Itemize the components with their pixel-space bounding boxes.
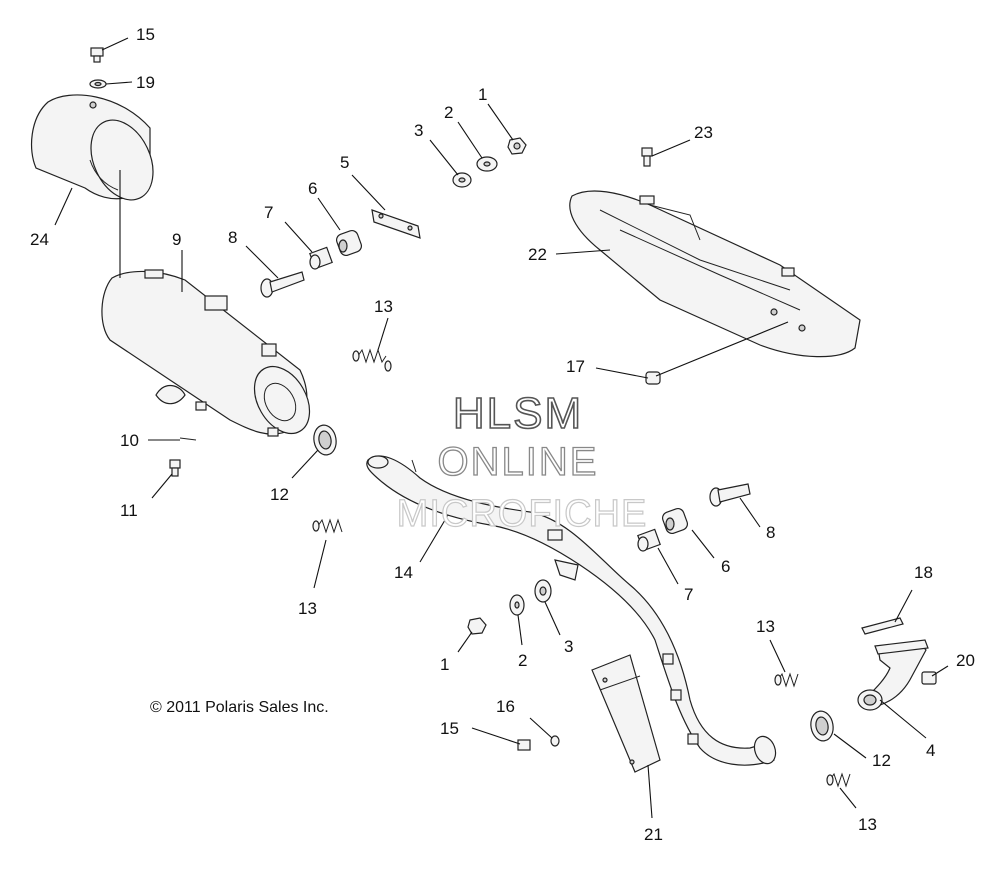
callout-8-lower: 8 bbox=[766, 523, 775, 542]
part-2-washer-upper bbox=[476, 156, 498, 172]
callout-7-lower: 7 bbox=[684, 585, 693, 604]
callout-10: 10 bbox=[120, 431, 139, 450]
callout-19: 19 bbox=[136, 73, 155, 92]
part-7-sleeve-upper bbox=[309, 246, 333, 270]
watermark: HLSM ONLINE MICROFICHE bbox=[396, 388, 648, 535]
part-20-nut bbox=[921, 671, 937, 685]
callout-3-upper: 3 bbox=[414, 121, 423, 140]
callout-7-upper: 7 bbox=[264, 203, 273, 222]
part-2-washer-lower bbox=[509, 594, 525, 616]
part-22-heat-shield bbox=[569, 190, 861, 358]
part-9-muffler bbox=[101, 269, 311, 437]
callout-12-upper: 12 bbox=[270, 485, 289, 504]
part-8-bolt-upper bbox=[260, 271, 305, 298]
part-11-bolt bbox=[169, 459, 181, 477]
watermark-line-3: MICROFICHE bbox=[397, 493, 648, 535]
part-21-shield bbox=[591, 654, 661, 773]
callout-6-upper: 6 bbox=[308, 179, 317, 198]
part-13-spring-c bbox=[774, 672, 799, 688]
callout-16: 16 bbox=[496, 697, 515, 716]
callout-2-upper: 2 bbox=[444, 103, 453, 122]
part-19-washer bbox=[89, 79, 107, 89]
callout-2-lower: 2 bbox=[518, 651, 527, 670]
callout-3-lower: 3 bbox=[564, 637, 573, 656]
callout-15-lower: 15 bbox=[440, 719, 459, 738]
callout-labels: 15 19 24 9 8 7 6 5 3 2 1 23 22 13 17 10 … bbox=[30, 25, 975, 844]
part-6-grommet-upper bbox=[335, 229, 363, 257]
callout-14: 14 bbox=[394, 563, 413, 582]
watermark-line-1: HLSM bbox=[453, 389, 583, 438]
part-23-bolt bbox=[641, 147, 653, 167]
part-15-bolt-top bbox=[90, 47, 104, 63]
callout-8-upper: 8 bbox=[228, 228, 237, 247]
callout-5: 5 bbox=[340, 153, 349, 172]
part-12-gasket-upper bbox=[313, 424, 337, 456]
callout-1-lower: 1 bbox=[440, 655, 449, 674]
callout-1-upper: 1 bbox=[478, 85, 487, 104]
part-17-grommet bbox=[645, 371, 661, 385]
part-1-nut-upper bbox=[507, 137, 527, 155]
watermark-line-2: ONLINE bbox=[438, 440, 599, 484]
callout-15-top: 15 bbox=[136, 25, 155, 44]
callout-4: 4 bbox=[926, 741, 935, 760]
part-3-washer-upper bbox=[452, 172, 472, 188]
part-13-spring-a bbox=[352, 348, 392, 372]
part-12-gasket-lower bbox=[810, 710, 834, 742]
part-13-spring-b bbox=[312, 518, 343, 534]
leader-lines bbox=[54, 37, 949, 819]
part-3-washer-lower bbox=[534, 579, 552, 603]
part-6-grommet-lower bbox=[661, 507, 689, 535]
part-7-sleeve-lower bbox=[637, 528, 661, 552]
part-24-heat-shield bbox=[30, 94, 154, 201]
callout-24: 24 bbox=[30, 230, 49, 249]
callout-13-d: 13 bbox=[858, 815, 877, 834]
callout-11: 11 bbox=[120, 501, 138, 520]
callout-20: 20 bbox=[956, 651, 975, 670]
callout-23: 23 bbox=[694, 123, 713, 142]
callout-13-a: 13 bbox=[374, 297, 393, 316]
part-10-pin bbox=[179, 437, 197, 441]
callout-12-lower: 12 bbox=[872, 751, 891, 770]
part-13-spring-d bbox=[826, 772, 851, 788]
part-14-head-pipe bbox=[366, 455, 777, 766]
callout-9: 9 bbox=[172, 230, 181, 249]
part-1-nut-lower bbox=[467, 617, 487, 635]
callout-13-c: 13 bbox=[756, 617, 775, 636]
callout-18: 18 bbox=[914, 563, 933, 582]
part-18-gasket bbox=[861, 617, 904, 635]
callout-6-lower: 6 bbox=[721, 557, 730, 576]
callout-17: 17 bbox=[566, 357, 585, 376]
part-4-elbow bbox=[857, 639, 929, 711]
part-8-bolt-lower bbox=[709, 483, 751, 507]
callout-13-b: 13 bbox=[298, 599, 317, 618]
part-16-washer bbox=[550, 735, 560, 747]
part-5-bracket bbox=[371, 209, 421, 239]
copyright-notice: © 2011 Polaris Sales Inc. bbox=[150, 699, 329, 716]
callout-22: 22 bbox=[528, 245, 547, 264]
callout-21: 21 bbox=[644, 825, 663, 844]
part-15-bolt-lower bbox=[517, 739, 531, 751]
